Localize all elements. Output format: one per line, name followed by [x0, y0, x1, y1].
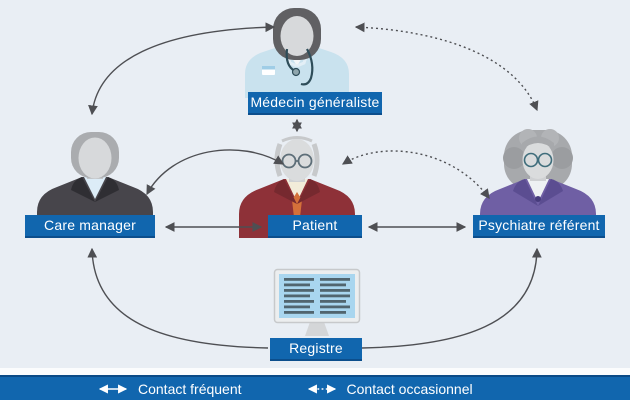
legend-occasionnel-text: Contact occasionnel	[346, 380, 473, 397]
connection-arrows-layer	[87, 22, 542, 349]
arrow-care-medecin	[88, 22, 276, 116]
arrow-care-patient-curve	[146, 149, 285, 196]
legend-bar: Contact fréquent Contact occasionnel	[0, 375, 630, 400]
legend-item-occasionnel: Contact occasionnel	[304, 381, 473, 397]
dotted-double-arrow-icon	[307, 383, 336, 394]
arrow-medecin-psychiatre	[354, 22, 539, 112]
registre-label: Registre	[270, 338, 362, 361]
arrow-registre-care	[87, 247, 269, 349]
arrow-patient-psychiatre-curve	[341, 150, 490, 199]
solid-double-arrow-icon	[98, 383, 128, 394]
medecin-label: Médecin généraliste	[248, 92, 382, 115]
patient-label: Patient	[268, 215, 362, 238]
registry-monitor-icon	[273, 268, 361, 336]
arrow-registre-psychiatre	[361, 247, 542, 349]
legend-separator	[0, 368, 630, 375]
legend-item-frequent: Contact fréquent	[95, 381, 242, 397]
legend-frequent-text: Contact fréquent	[138, 380, 242, 397]
care-manager-label: Care manager	[25, 215, 155, 238]
psychiatre-label: Psychiatre référent	[473, 215, 605, 238]
